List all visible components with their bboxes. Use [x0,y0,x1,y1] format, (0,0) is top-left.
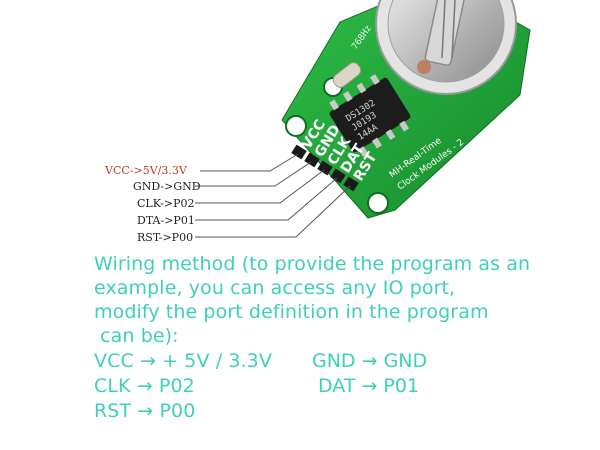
mount-hole [367,192,389,214]
description-line-4: can be): [94,325,179,347]
mapping-left-vcc: VCC → + 5V / 3.3V [94,350,272,372]
description-line-1: Wiring method (to provide the program as… [94,253,531,275]
pin-label-vcc: VCC->5V/3.3V [105,164,187,177]
pin-label-gnd: GND->GND [133,180,201,193]
mapping-left-clk: CLK → P02 [94,375,195,397]
pin-label-dta: DTA->P01 [137,214,195,227]
ds1302-chip: DS1302 J0193 14AA [329,74,411,157]
pin-leader-lines [195,153,351,238]
description-line-2: example, you can access any IO port, [94,277,456,299]
coin-battery [375,0,517,95]
mapping-right-dat: DAT → P01 [318,375,420,397]
header-pins [291,144,359,192]
description-line-3: modify the port definition in the progra… [94,301,489,323]
pin-label-clk: CLK->P02 [137,197,195,210]
mapping-right-gnd: GND → GND [312,350,428,372]
pin-label-rst: RST->P00 [137,231,194,244]
mapping-left-rst: RST → P00 [94,400,196,422]
mount-hole [285,115,307,137]
